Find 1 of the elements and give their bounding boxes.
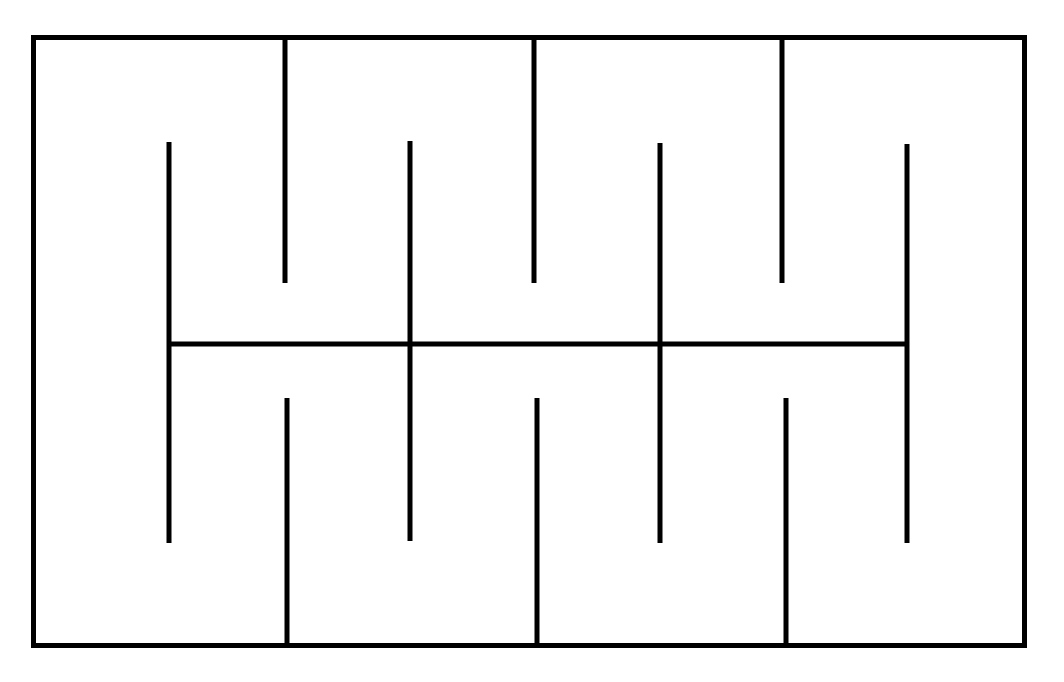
outer-frame [31, 35, 1027, 648]
